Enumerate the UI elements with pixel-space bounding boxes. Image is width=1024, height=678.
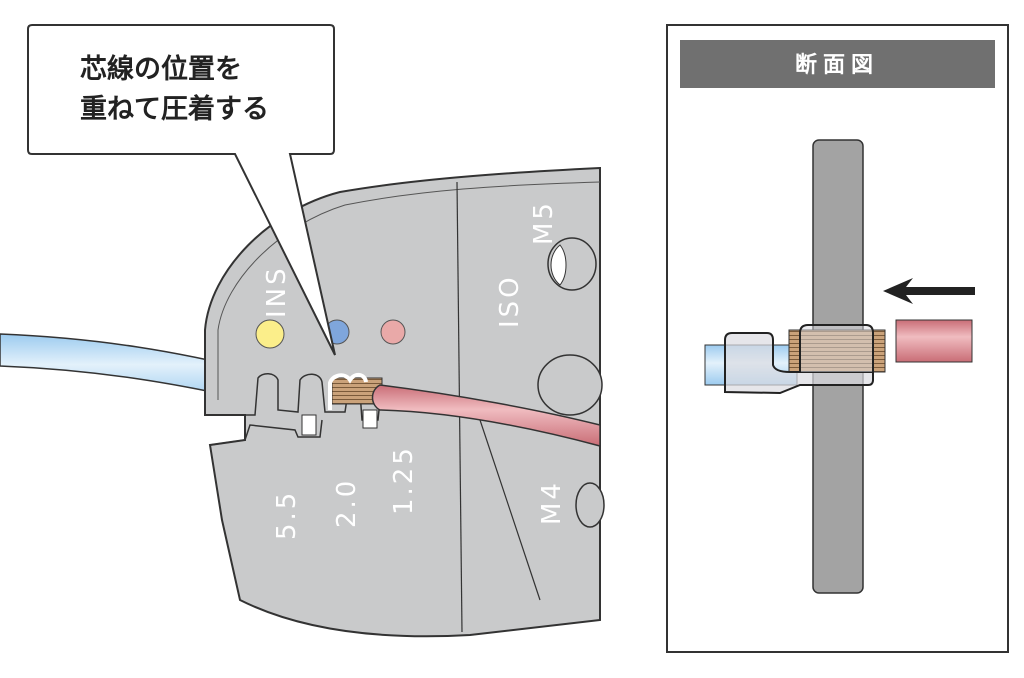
cross-section-panel: 断面図: [666, 24, 1009, 653]
label-m4: M4: [537, 480, 567, 525]
callout-line-1: 芯線の位置を: [80, 53, 242, 85]
label-ins: INS: [262, 265, 292, 318]
label-1-25: 1.25: [389, 445, 419, 515]
cross-section-header: [680, 40, 995, 88]
label-iso: ISO: [495, 274, 525, 328]
red-dot: [380, 319, 406, 345]
cross-section-title: 断面図: [795, 52, 879, 78]
arrow-left-icon: [883, 278, 975, 304]
callout-line-2: 重ねて圧着する: [80, 93, 269, 125]
callout-bubble: 芯線の位置を 重ねて圧着する: [27, 24, 336, 356]
label-5-5: 5.5: [272, 490, 302, 540]
yellow-dot: [255, 319, 285, 349]
terminal-barrel: [328, 373, 368, 410]
red-wire: [371, 384, 601, 447]
label-m5: M5: [529, 200, 559, 245]
label-2-0: 2.0: [332, 478, 362, 528]
